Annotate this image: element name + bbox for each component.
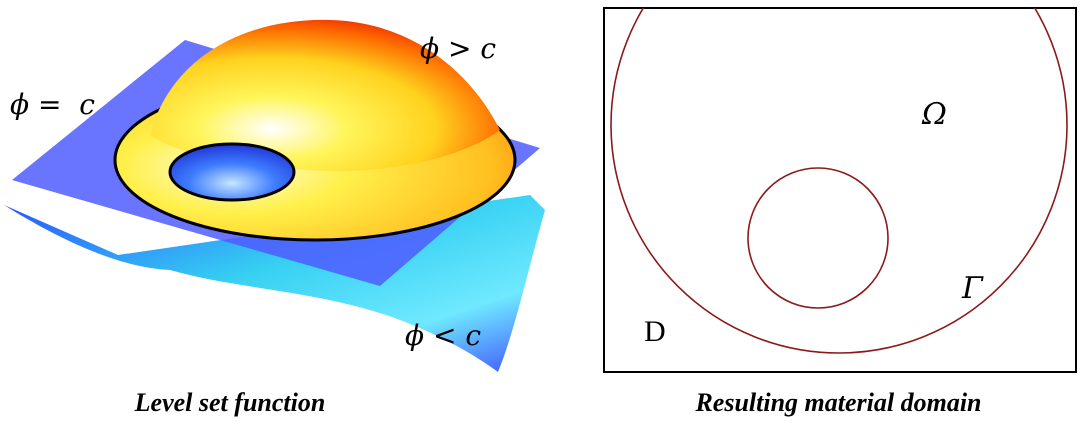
label-gamma: Γ — [961, 271, 984, 306]
material-domain-panel: Ω Γ D Resulting material domain — [590, 0, 1087, 424]
label-phi-equal: ϕ = c — [10, 88, 95, 121]
level-set-illustration: ϕ > c ϕ = c ϕ < c — [4, 19, 545, 372]
caption-material-domain: Resulting material domain — [695, 388, 982, 417]
design-domain-frame — [603, 7, 1077, 373]
zero-contour-inner — [168, 142, 296, 202]
label-phi-greater: ϕ > c — [420, 32, 496, 65]
inner-hole-boundary — [747, 167, 889, 309]
label-phi-less: ϕ < c — [405, 319, 481, 352]
label-domain-d: D — [644, 315, 666, 348]
surface-hole — [170, 144, 294, 200]
outer-material-boundary — [610, 8, 1068, 354]
surface-dome — [150, 19, 500, 171]
material-domain-illustration: Ω Γ D — [603, 7, 1077, 373]
label-omega: Ω — [921, 97, 947, 132]
caption-level-set: Level set function — [134, 388, 326, 417]
level-set-panel: ϕ > c ϕ = c ϕ < c Level set function — [4, 19, 545, 417]
